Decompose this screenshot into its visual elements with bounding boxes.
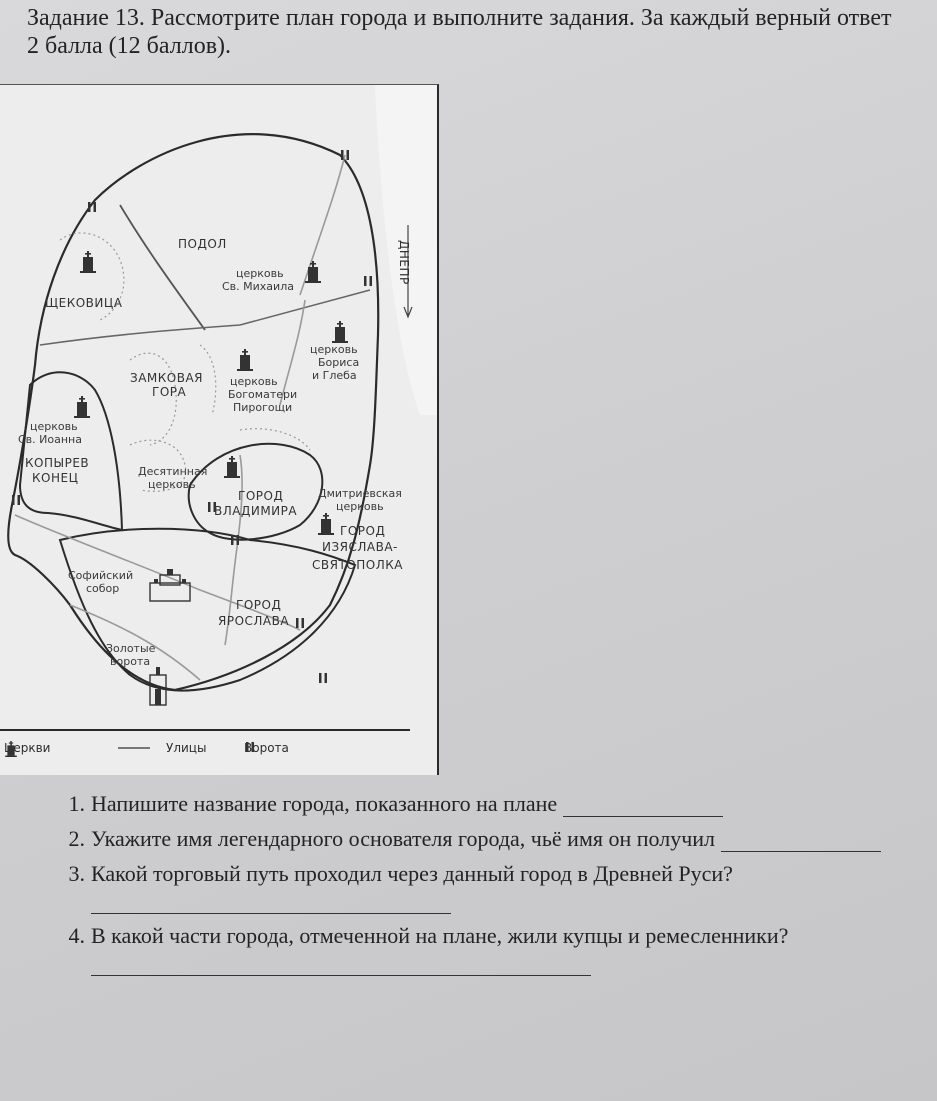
answer-blank[interactable] bbox=[91, 957, 591, 976]
answer-blank[interactable] bbox=[562, 798, 723, 817]
label-svyatopolka: СВЯТОПОЛКА bbox=[312, 558, 403, 572]
label-dnepr: ДНЕПР bbox=[397, 240, 411, 285]
question-item: 4. В какой части города, отмеченной на п… bbox=[45, 922, 905, 976]
question-number: 4. bbox=[68, 923, 86, 948]
question-text: Напишите название города, показанного на… bbox=[91, 791, 558, 816]
question-number: 1. bbox=[68, 791, 86, 816]
task-title: Задание 13. Рассмотрите план города и вы… bbox=[27, 5, 892, 59]
question-number: 2. bbox=[68, 826, 86, 851]
answer-blank[interactable] bbox=[720, 833, 881, 852]
label-church-ioanna-name: Св. Иоанна bbox=[18, 433, 82, 446]
legend-gates: Ворота bbox=[244, 741, 289, 755]
question-text: Укажите имя легендарного основателя горо… bbox=[91, 826, 716, 851]
question-item: 2. Укажите имя легендарного основателя г… bbox=[45, 825, 905, 852]
gorod-vladimira-wall bbox=[187, 442, 324, 541]
answer-blank[interactable] bbox=[91, 895, 451, 914]
question-text: В какой части города, отмеченной на план… bbox=[91, 923, 789, 948]
gate-icon bbox=[12, 495, 20, 505]
label-gorod-izyaslava: ГОРОД bbox=[340, 524, 385, 538]
legend-churches: Церкви bbox=[4, 741, 51, 757]
label-gorod-vladimira: ГОРОД bbox=[238, 489, 283, 503]
church-icon bbox=[237, 349, 253, 371]
street-line-icon bbox=[118, 747, 150, 749]
label-gorod-yaroslava-name: ЯРОСЛАВА bbox=[218, 614, 289, 628]
gate-icon bbox=[364, 276, 372, 286]
city-plan-drawing: ПОДОЛ ДНЕПР ЩЕКОВИЦА церковь Св. Михаила… bbox=[7, 85, 437, 706]
legend-churches-label: Церкви bbox=[4, 741, 51, 755]
kopyrev-wall bbox=[18, 371, 124, 532]
church-icon bbox=[332, 321, 348, 343]
label-podol: ПОДОЛ bbox=[178, 237, 227, 251]
label-church-borisa-glebа: и Глеба bbox=[312, 369, 357, 382]
city-plan-map: ПОДОЛ ДНЕПР ЩЕКОВИЦА церковь Св. Михаила… bbox=[0, 84, 439, 775]
gate-icon bbox=[296, 618, 304, 628]
gorod-yaroslava-wall bbox=[58, 527, 357, 692]
label-izyaslava: ИЗЯСЛАВА- bbox=[322, 540, 398, 554]
dnepr-river-bank bbox=[375, 85, 437, 415]
label-church-borisa-name: Бориса bbox=[318, 356, 359, 369]
label-church-bogomateri: церковь bbox=[230, 375, 278, 388]
church-icon bbox=[224, 456, 240, 478]
question-text: Какой торговый путь проходил через данны… bbox=[91, 861, 733, 886]
question-item: 1. Напишите название города, показанного… bbox=[45, 790, 905, 817]
label-gorod-yaroslava: ГОРОД bbox=[236, 598, 281, 612]
label-zamkovaya: ЗАМКОВАЯ bbox=[130, 371, 203, 385]
label-zamkovaya-gora: ГОРА bbox=[152, 385, 187, 399]
gate-icon bbox=[319, 673, 327, 683]
label-dmitrievskaya-church: церковь bbox=[336, 500, 384, 513]
church-icon bbox=[80, 251, 96, 273]
label-church-ioanna: церковь bbox=[30, 420, 78, 433]
legend-streets: Улицы bbox=[118, 741, 206, 755]
label-church-mikhaila-name: Св. Михаила bbox=[222, 280, 294, 293]
church-icon bbox=[318, 513, 334, 535]
label-zolotye-vorota: ворота bbox=[110, 655, 150, 668]
church-icon bbox=[74, 396, 90, 418]
label-church-borisa: церковь bbox=[310, 343, 358, 356]
streets bbox=[14, 154, 346, 681]
legend-gates-label: Ворота bbox=[244, 741, 289, 755]
zolotye-vorota-icon bbox=[149, 667, 167, 706]
church-icon bbox=[5, 741, 17, 757]
label-kopyrev-konets: КОНЕЦ bbox=[32, 471, 78, 485]
label-church-mikhaila: церковь bbox=[236, 267, 284, 280]
sofiysky-sobor-icon bbox=[149, 569, 191, 602]
label-desyatinnaya-church: церковь bbox=[148, 478, 196, 491]
label-church-bogomateri-pirogoshchi: Пирогощи bbox=[233, 401, 292, 414]
label-desyatinnaya: Десятинная bbox=[138, 465, 207, 478]
gate-icon bbox=[246, 742, 254, 752]
question-item: 3. Какой торговый путь проходил через да… bbox=[45, 860, 905, 914]
podol-divider bbox=[119, 204, 206, 331]
hill-contours bbox=[59, 232, 311, 492]
label-church-bogomateri-name: Богоматери bbox=[228, 388, 297, 401]
outer-city-wall bbox=[7, 133, 380, 692]
question-number: 3. bbox=[68, 861, 86, 886]
label-kopyrev: КОПЫРЕВ bbox=[25, 456, 89, 470]
label-zolotye: Золотые bbox=[106, 642, 156, 655]
label-sofiysky-sobor: собор bbox=[86, 582, 119, 595]
map-legend: Церкви Улицы Ворота bbox=[0, 729, 410, 777]
question-list: 1. Напишите название города, показанного… bbox=[45, 790, 905, 984]
label-shchekovitsa: ЩЕКОВИЦА bbox=[45, 296, 123, 310]
label-dmitrievskaya: Дмитриевская bbox=[318, 487, 402, 500]
label-sofiysky: Софийский bbox=[68, 569, 133, 582]
legend-streets-label: Улицы bbox=[166, 741, 207, 755]
label-gorod-vladimira-name: ВЛАДИМИРА bbox=[214, 504, 297, 518]
